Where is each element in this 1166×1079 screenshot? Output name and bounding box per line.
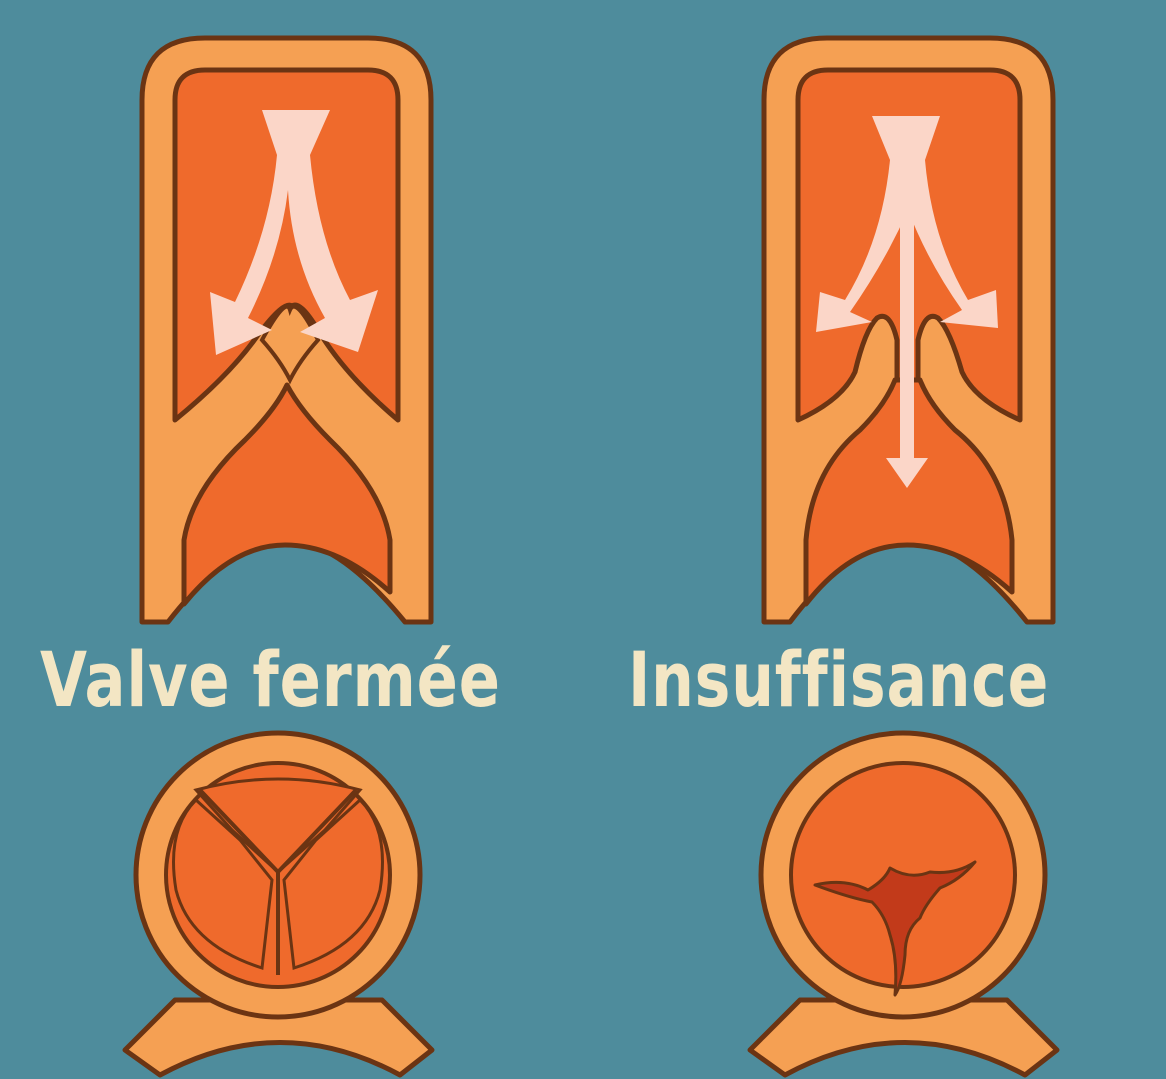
closed-valve-top-view — [125, 733, 432, 1075]
incompetent-valve-vein — [764, 38, 1053, 622]
incompetent-valve-top-view — [750, 733, 1057, 1075]
caption-incompetence: Insuffisance — [628, 642, 1049, 718]
caption-closed-valve: Valve fermée — [40, 642, 501, 718]
closed-valve-vein — [142, 38, 431, 622]
